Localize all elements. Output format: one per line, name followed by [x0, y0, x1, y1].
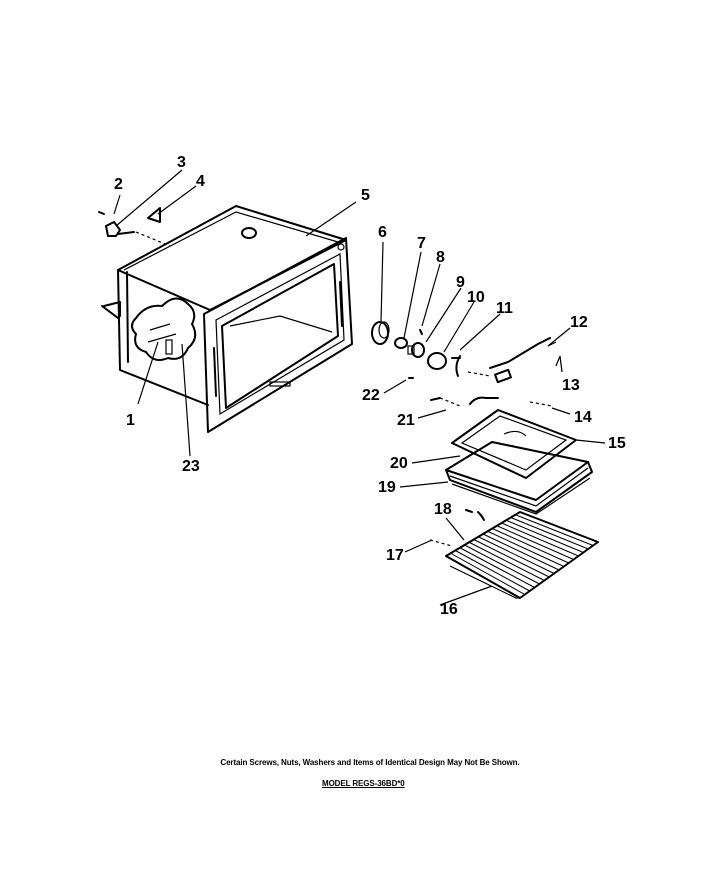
callout-13: 13 [562, 377, 580, 394]
callout-14: 14 [574, 409, 592, 426]
callout-2: 2 [114, 176, 123, 193]
callout-17: 17 [386, 547, 404, 564]
callout-3: 3 [177, 154, 186, 171]
terminal-block [98, 207, 171, 247]
vent-tube-guide [529, 401, 553, 407]
rack-bar [501, 522, 579, 557]
callout-11: 11 [496, 300, 513, 317]
rack-bar [459, 547, 535, 588]
rack-bar [505, 519, 584, 553]
callout-20: 20 [390, 455, 408, 472]
lens-clip [451, 355, 461, 377]
callout-4: 4 [196, 173, 205, 190]
callout-21: 21 [397, 412, 415, 429]
sensor-assembly [467, 337, 561, 384]
rack-bar [496, 525, 574, 560]
callout-labels: 1 2 3 4 5 6 7 8 9 10 11 12 13 14 15 16 1… [114, 154, 626, 618]
rack-bar [464, 544, 540, 585]
callout-1: 1 [126, 412, 135, 429]
callout-15: 15 [608, 435, 626, 452]
callout-8: 8 [436, 249, 445, 266]
rack-bar [473, 539, 550, 578]
rack-bar [510, 517, 589, 550]
vent-tube [469, 396, 499, 405]
oven-cavity [101, 205, 353, 433]
lamp-screw [419, 329, 423, 335]
rack-guide [429, 539, 453, 547]
rack-bar [478, 536, 555, 574]
rack-bar [455, 550, 530, 592]
broiler-pan [445, 441, 593, 515]
rack-bar [450, 552, 526, 595]
lamp-lens [427, 352, 447, 370]
callout-5: 5 [361, 187, 370, 204]
callout-16: 16 [440, 601, 458, 618]
callout-10: 10 [467, 289, 485, 306]
rack-bar [487, 530, 565, 567]
bake-element-cutout [131, 297, 197, 361]
callout-12: 12 [570, 314, 588, 331]
callout-22: 22 [362, 387, 380, 404]
bezel-ring [371, 321, 390, 345]
rack-clip [465, 509, 485, 521]
callout-23: 23 [182, 458, 200, 475]
lamp-socket [394, 337, 408, 349]
leader-lines [113, 169, 606, 606]
rack-bar [515, 514, 594, 546]
oven-rack [445, 511, 599, 599]
light-bulb [407, 342, 425, 358]
screw-21 [430, 397, 461, 407]
rack-bar [492, 528, 569, 564]
model-number: MODEL REGS-36BD*0 [322, 779, 405, 788]
callout-7: 7 [417, 235, 426, 252]
callout-18: 18 [434, 501, 452, 518]
callout-9: 9 [456, 274, 465, 291]
callout-6: 6 [378, 224, 387, 241]
broiler-pan-insert [451, 409, 577, 479]
rack-bar [468, 541, 545, 581]
callout-19: 19 [378, 479, 396, 496]
rack-bar [482, 533, 560, 571]
disclaimer-note: Certain Screws, Nuts, Washers and Items … [220, 758, 520, 767]
